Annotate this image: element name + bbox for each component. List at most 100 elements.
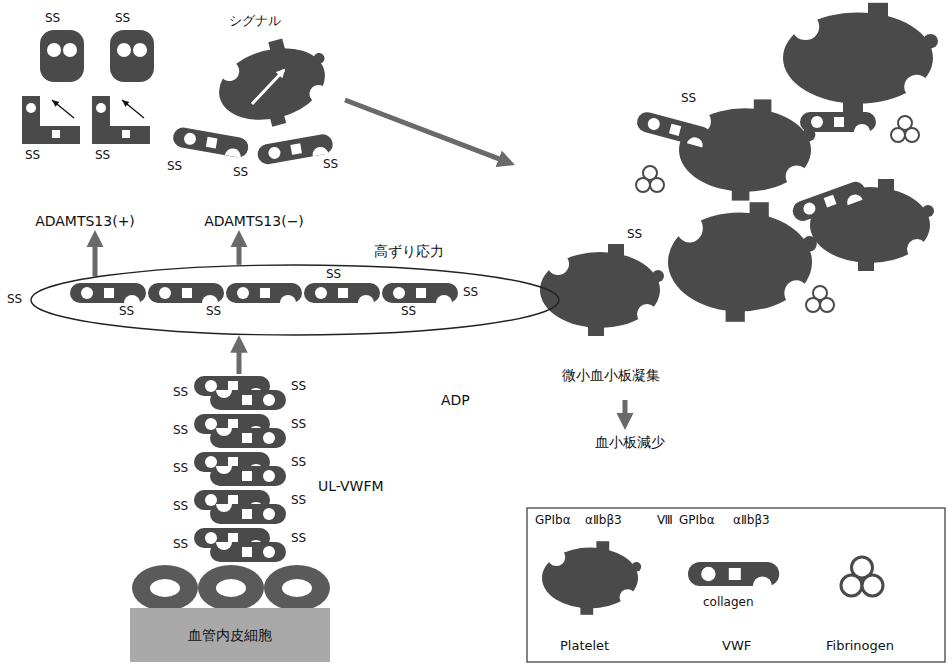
callout-label: SS — [6, 293, 23, 307]
endothelium-band: 血管内皮細胞 — [130, 608, 330, 662]
callout-label: SS — [172, 462, 189, 476]
cell-core — [216, 579, 246, 597]
callout-label: SS — [290, 494, 307, 508]
platelet — [679, 99, 815, 200]
fragment-site — [52, 130, 60, 138]
vwf-monomer — [70, 283, 146, 303]
cleavage-arrow — [52, 100, 74, 118]
callout-label: SS — [290, 456, 307, 470]
callout-label: SS — [166, 160, 183, 174]
node-text: ADAMTS13(+) — [35, 213, 135, 230]
callout-label: SS — [232, 166, 249, 180]
signal-arrow — [252, 70, 284, 104]
callout-label: SS — [290, 532, 307, 546]
endothelial-cell — [132, 565, 198, 611]
vwf-monomer — [790, 179, 868, 224]
vwf-dimer — [194, 376, 286, 410]
callout-label: SS — [400, 305, 417, 319]
outcome-box: 血小板減少 — [588, 430, 672, 455]
node-text: UL-VWFM — [316, 478, 386, 495]
node-text: 血管内皮細胞 — [188, 627, 272, 644]
vwf-dimer — [194, 414, 286, 448]
shear-ellipse — [31, 265, 559, 335]
legend-text: Fibrinogen — [826, 638, 894, 653]
callout-label: SS — [205, 305, 222, 319]
cell-core — [150, 579, 180, 597]
platelet-binding: ADAMTS13(−) — [163, 5, 345, 230]
fragment-site — [117, 43, 131, 57]
callout-label: SS — [322, 158, 339, 172]
fragment-site — [26, 103, 36, 113]
callout-label: SS — [24, 149, 41, 163]
callout-label: SS — [172, 538, 189, 552]
callout-label: SS — [325, 268, 342, 282]
vwf-dimer — [194, 452, 286, 486]
platelet — [783, 3, 938, 113]
platelet — [540, 244, 664, 336]
legend-box — [527, 508, 945, 662]
flow-arrow — [93, 245, 98, 276]
callout-label: SS — [44, 12, 61, 26]
fibrinogen — [891, 116, 919, 142]
legend-entry: VWF — [722, 638, 751, 654]
legend-fibrinogen — [841, 557, 883, 596]
callout-label: SS — [172, 424, 189, 438]
fragment-site — [47, 43, 61, 57]
callout-label: GPIbα — [534, 514, 572, 528]
vwf-monomer — [148, 283, 224, 303]
node-text: 血小板減少 — [595, 434, 665, 451]
callout-label: SS — [114, 12, 131, 26]
vwf-multimer: UL-VWFM — [192, 374, 286, 564]
fragment-site — [96, 103, 106, 113]
cleavage-arrow — [122, 100, 144, 118]
callout-label: SS — [172, 500, 189, 514]
vwf-dimer — [194, 490, 286, 524]
vwf-fragment — [22, 96, 80, 144]
callout-label: Ⅷ — [656, 514, 674, 528]
node-text: 微小血小板凝集 — [560, 367, 662, 384]
callout-label: SS — [118, 305, 135, 319]
platelet — [668, 202, 817, 322]
vwf-fragment — [110, 30, 154, 82]
callout-label: SS — [290, 380, 307, 394]
node-text: 高ずり応力 — [372, 243, 446, 260]
vwf-dimer — [194, 528, 286, 562]
fragment-site — [63, 43, 77, 57]
flow-arrow — [623, 400, 628, 415]
node-text: ADAMTS13(−) — [204, 213, 304, 230]
endothelial-cell — [264, 565, 330, 611]
callout-label: collagen — [702, 596, 755, 610]
callout-label: GPIbα — [678, 514, 716, 528]
vwf-monomer — [382, 283, 458, 303]
vwf-monomer — [304, 283, 380, 303]
vwf-fragment — [92, 96, 150, 144]
callout-label: SS — [626, 228, 643, 242]
callout-label: SS — [462, 286, 479, 300]
legend-text: VWF — [722, 638, 751, 653]
endothelial-cell — [198, 565, 264, 611]
legend-platelet — [542, 541, 641, 615]
callout-label: αⅡbβ3 — [584, 514, 623, 528]
cell-core — [282, 579, 312, 597]
callout-label: SS — [94, 149, 111, 163]
vwf-fragment — [40, 30, 84, 82]
vwf-monomer — [172, 126, 250, 159]
vwf-monomer — [800, 112, 876, 132]
vwf-monomer — [226, 283, 302, 303]
flow-arrow — [345, 100, 501, 160]
ellipse-outline — [30, 264, 560, 336]
platelet — [209, 29, 338, 138]
legend-vwf — [688, 562, 779, 586]
legend-entry: Platelet — [560, 638, 609, 654]
legend-entry: Fibrinogen — [826, 638, 894, 654]
legend-text: Platelet — [560, 638, 609, 653]
flow-arrow — [237, 350, 242, 374]
fragment-site — [122, 130, 130, 138]
callout-label: αⅡbβ3 — [732, 514, 771, 528]
fibrinogen — [806, 286, 834, 312]
